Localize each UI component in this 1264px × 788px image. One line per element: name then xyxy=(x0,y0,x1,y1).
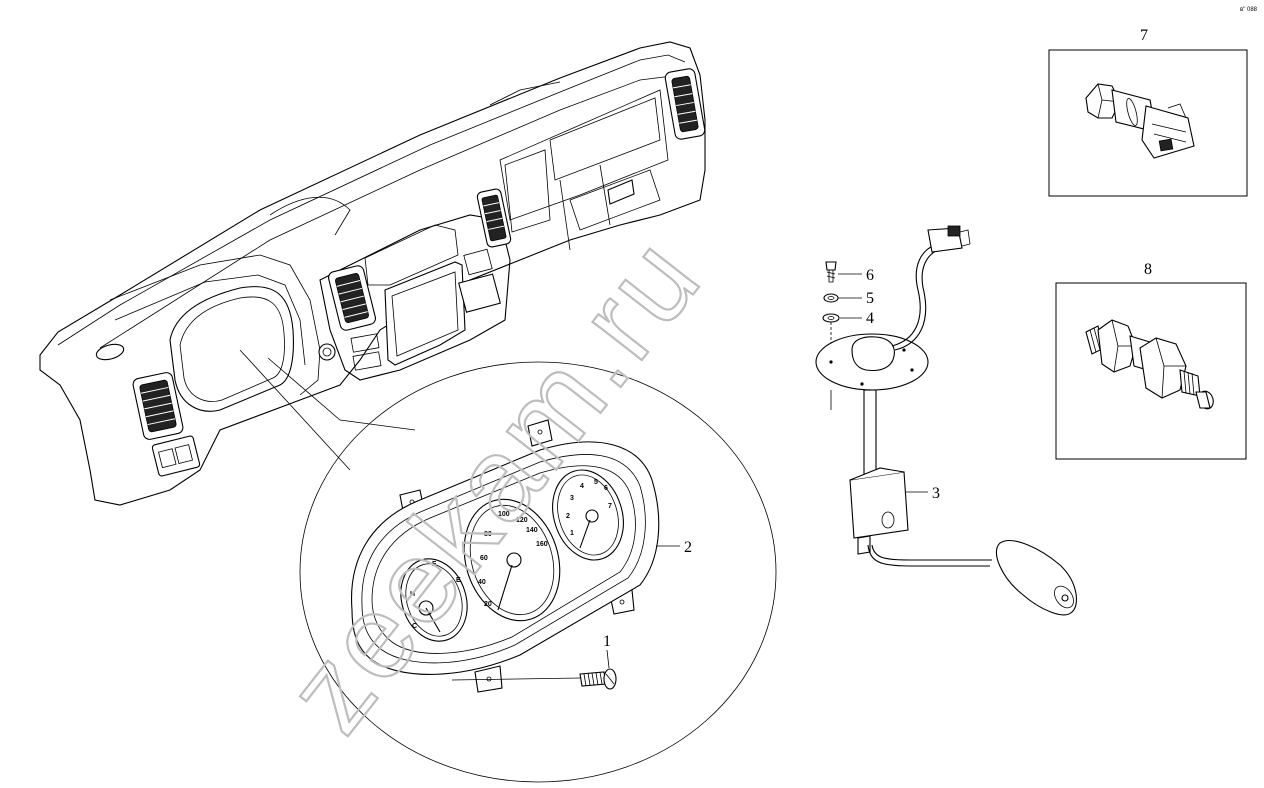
callout-1: 1 xyxy=(603,633,611,650)
rpm-3: 3 xyxy=(570,495,574,502)
callout-3: 3 xyxy=(932,485,940,502)
callout-4: 4 xyxy=(866,310,874,327)
callout-7: 7 xyxy=(1140,27,1148,44)
speed-160: 160 xyxy=(536,541,548,548)
rpm-6: 6 xyxy=(604,485,608,492)
speed-20: 20 xyxy=(484,601,492,608)
instrument-cluster: F E H C 20 40 60 80 100 120 140 160 1 2 … xyxy=(350,419,660,693)
callout-8: 8 xyxy=(1144,261,1152,278)
speed-80: 80 xyxy=(484,531,492,538)
corner-mark: в" 088 xyxy=(1240,7,1258,13)
speed-100: 100 xyxy=(498,511,510,518)
callout-2: 2 xyxy=(684,539,692,556)
fuel-full-label: F xyxy=(432,561,437,568)
part-7-box xyxy=(1048,49,1248,197)
speed-140: 140 xyxy=(526,527,538,534)
rpm-1: 1 xyxy=(570,530,574,537)
rpm-7: 7 xyxy=(608,503,612,510)
speed-120: 120 xyxy=(516,517,528,524)
speed-60: 60 xyxy=(480,555,488,562)
temp-hot-label: H xyxy=(410,591,415,598)
tachometer-scale: 1 2 3 4 5 6 7 xyxy=(566,479,612,537)
dashboard-assembly xyxy=(39,41,706,506)
callouts: 6 5 4 3 2 1 7 8 xyxy=(603,27,1152,650)
rpm-5: 5 xyxy=(594,479,598,486)
temp-cold-label: C xyxy=(412,623,417,630)
rpm-2: 2 xyxy=(566,513,570,520)
callout-6: 6 xyxy=(866,267,874,284)
cluster-leader xyxy=(239,349,416,471)
rpm-4: 4 xyxy=(580,483,584,490)
fuel-empty-label: E xyxy=(456,577,461,584)
part-8-box xyxy=(1055,282,1247,460)
fuel-sender-part-3 xyxy=(815,225,1078,616)
speedometer-scale: 20 40 60 80 100 120 140 160 xyxy=(478,511,548,608)
screw-part-1 xyxy=(451,649,617,690)
speed-40: 40 xyxy=(478,579,486,586)
callout-5: 5 xyxy=(866,290,874,307)
detail-ellipse xyxy=(299,361,777,783)
